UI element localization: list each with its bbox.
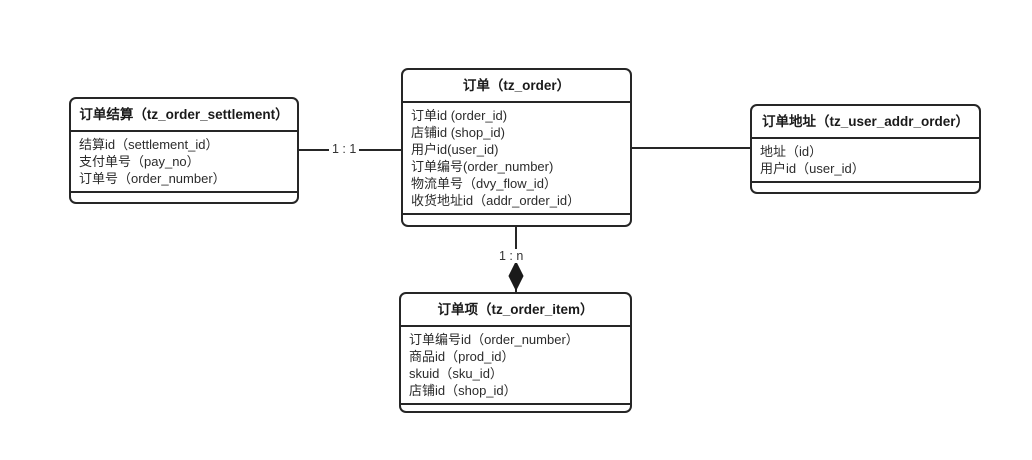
attribute-row: 地址（id） <box>760 143 823 159</box>
relationship-label-order-orderitem: 1 : n <box>496 249 527 263</box>
entity-title-order: 订单（tz_order） <box>403 70 630 103</box>
entity-footer-user-addr-order <box>752 183 979 193</box>
entity-attributes-user-addr-order: 地址（id） 用户id（user_id） <box>752 139 979 183</box>
attribute-row: 店铺id（shop_id） <box>409 382 517 398</box>
attribute-row: 用户id（user_id） <box>760 160 865 176</box>
entity-title-user-addr-order: 订单地址（tz_user_addr_order） <box>752 106 979 139</box>
entity-attributes-order: 订单id (order_id) 店铺id (shop_id) 用户id(user… <box>403 103 630 215</box>
attribute-row: 用户id(user_id) <box>411 141 499 157</box>
entity-footer-order <box>403 215 630 226</box>
attribute-row: 结算id（settlement_id） <box>79 136 219 152</box>
entity-order-settlement[interactable]: 订单结算（tz_order_settlement） 结算id（settlemen… <box>69 97 299 204</box>
attribute-row: 支付单号（pay_no） <box>79 153 200 169</box>
entity-order[interactable]: 订单（tz_order） 订单id (order_id) 店铺id (shop_… <box>401 68 632 227</box>
attribute-row: 订单号（order_number） <box>79 170 226 186</box>
attribute-row: 订单编号(order_number) <box>411 158 554 174</box>
attribute-row: 收货地址id（addr_order_id） <box>411 192 581 208</box>
entity-attributes-order-settlement: 结算id（settlement_id） 支付单号（pay_no） 订单号（ord… <box>71 132 297 193</box>
attribute-row: 商品id（prod_id） <box>409 348 515 364</box>
entity-footer-order-item <box>401 405 630 412</box>
relationship-label-settlement-order: 1 : 1 <box>329 142 360 156</box>
entity-title-order-item: 订单项（tz_order_item） <box>401 294 630 327</box>
attribute-row: 店铺id (shop_id) <box>411 124 505 140</box>
attribute-row: 物流单号（dvy_flow_id） <box>411 175 557 191</box>
attribute-row: 订单id (order_id) <box>411 107 508 123</box>
entity-attributes-order-item: 订单编号id（order_number） 商品id（prod_id） skuid… <box>401 327 630 405</box>
entity-user-addr-order[interactable]: 订单地址（tz_user_addr_order） 地址（id） 用户id（use… <box>750 104 981 194</box>
attribute-row: skuid（sku_id） <box>409 365 503 381</box>
attribute-row: 订单编号id（order_number） <box>409 331 579 347</box>
entity-footer-order-settlement <box>71 193 297 203</box>
entity-order-item[interactable]: 订单项（tz_order_item） 订单编号id（order_number） … <box>399 292 632 413</box>
entity-title-order-settlement: 订单结算（tz_order_settlement） <box>71 99 297 132</box>
filled-diamond-marker <box>508 260 524 292</box>
